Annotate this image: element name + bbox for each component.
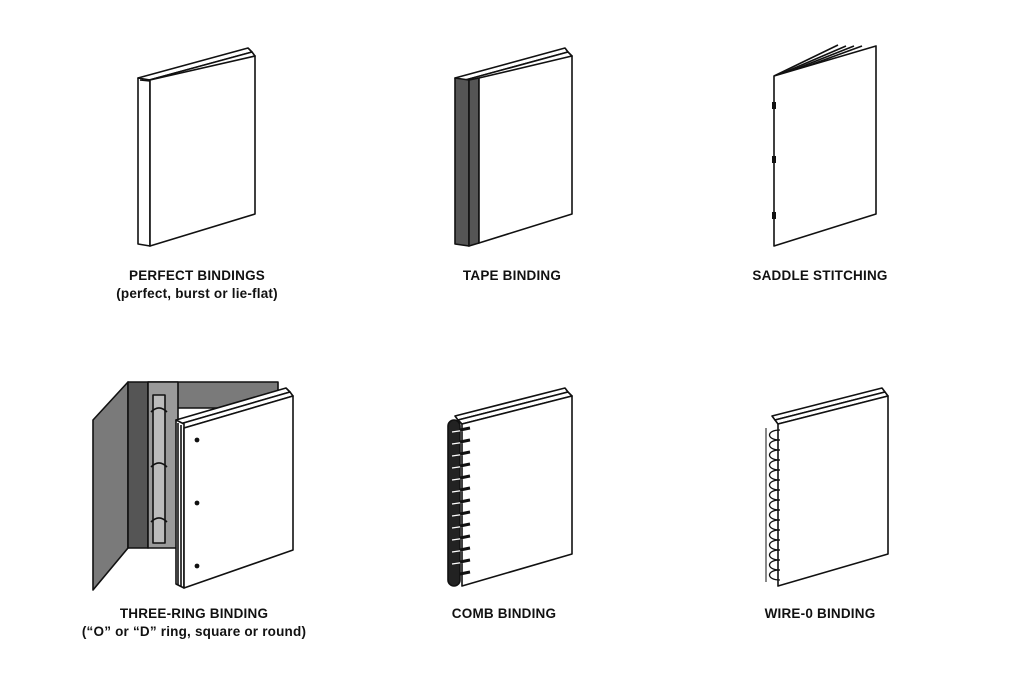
caption-title: WIRE-0 BINDING — [764, 606, 876, 621]
caption-comb-binding: COMB BINDING — [354, 605, 654, 623]
saddle-stitch-booklet-icon — [772, 44, 877, 247]
caption-title: PERFECT BINDINGS — [129, 268, 265, 283]
caption-title: THREE-RING BINDING — [119, 606, 269, 621]
caption-tape-binding: TAPE BINDING — [362, 267, 662, 285]
caption-subtitle: (“O” or “D” ring, square or round) — [81, 624, 307, 639]
three-ring-binder-icon — [92, 381, 294, 591]
caption-title: TAPE BINDING — [462, 268, 562, 283]
tape-binding-book-icon — [454, 47, 573, 247]
caption-perfect-binding: PERFECT BINDINGS (perfect, burst or lie-… — [47, 267, 347, 303]
caption-title: SADDLE STITCHING — [752, 268, 888, 283]
caption-three-ring-binding: THREE-RING BINDING (“O” or “D” ring, squ… — [44, 605, 344, 641]
caption-subtitle: (perfect, burst or lie-flat) — [116, 286, 278, 301]
perfect-binding-book-icon — [137, 47, 256, 247]
wire-o-binding-book-icon — [765, 387, 889, 587]
caption-saddle-stitching: SADDLE STITCHING — [670, 267, 970, 285]
comb-binding-book-icon — [447, 387, 573, 587]
caption-title: COMB BINDING — [451, 606, 557, 621]
caption-wire-o-binding: WIRE-0 BINDING — [670, 605, 970, 623]
